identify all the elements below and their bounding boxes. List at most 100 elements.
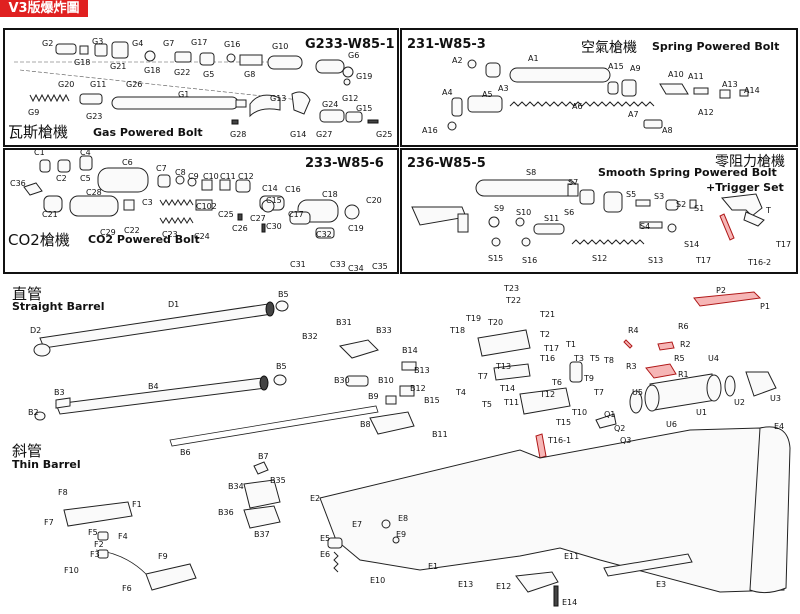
- part-label: S8: [526, 168, 537, 177]
- part-label: T6: [552, 378, 562, 387]
- part-label: C26: [232, 224, 248, 233]
- part-label: S7: [568, 178, 579, 187]
- gas-bolt-code: G233-W85-1: [305, 37, 395, 52]
- mount-art: [338, 339, 417, 435]
- part-label: S3: [654, 192, 665, 201]
- part-label: C20: [366, 196, 382, 205]
- scope-rail-art: [623, 291, 777, 414]
- part-label: B33: [376, 326, 392, 335]
- part-label: S14: [684, 240, 700, 249]
- part-label: C21: [42, 210, 58, 219]
- part-label: G25: [376, 130, 393, 139]
- bipod-art: [63, 501, 197, 591]
- part-label: G3: [92, 37, 104, 46]
- part-label: T17: [696, 256, 712, 265]
- part-label: T15: [556, 418, 572, 427]
- part-label: B31: [336, 318, 352, 327]
- part-label: B5: [276, 362, 287, 371]
- part-label: A13: [722, 80, 738, 89]
- part-label: C36: [10, 179, 26, 188]
- part-label: U4: [708, 354, 719, 363]
- part-label: E4: [774, 422, 785, 431]
- part-label: B4: [148, 382, 159, 391]
- part-label: G4: [132, 39, 144, 48]
- part-label: G2: [42, 39, 54, 48]
- part-label: C10: [203, 172, 219, 181]
- part-label: T18: [450, 326, 466, 335]
- spring-bolt-title-en: Spring Powered Bolt: [652, 40, 780, 53]
- spring-bolt-art: [447, 59, 749, 131]
- part-label: E13: [458, 580, 474, 589]
- part-label: C12: [238, 172, 254, 181]
- part-label: F5: [88, 528, 98, 537]
- thin-barrel-art: [34, 374, 379, 447]
- part-label: R5: [674, 354, 685, 363]
- part-label: C3: [142, 198, 153, 207]
- part-label: G27: [316, 130, 333, 139]
- panel-gas-bolt: [3, 28, 399, 147]
- part-label: C5: [80, 174, 91, 183]
- gas-bolt-title-en: Gas Powered Bolt: [93, 126, 203, 139]
- part-label: B30: [334, 376, 350, 385]
- part-label: C24: [194, 232, 210, 241]
- part-label: C19: [348, 224, 364, 233]
- part-label: T3: [574, 354, 584, 363]
- part-label: Q2: [614, 424, 626, 433]
- part-label: C29: [100, 228, 116, 237]
- part-label: C7: [156, 164, 167, 173]
- part-label: B3: [54, 388, 65, 397]
- part-label: A1: [528, 54, 539, 63]
- part-label: Q1: [604, 410, 616, 419]
- part-label: F8: [58, 488, 68, 497]
- part-label: C4: [80, 148, 91, 157]
- part-label: A11: [688, 72, 704, 81]
- part-label: G12: [342, 94, 359, 103]
- co2-bolt-art: [23, 155, 360, 239]
- part-label: T7: [594, 388, 604, 397]
- part-label: B8: [360, 420, 371, 429]
- part-label: A9: [630, 64, 641, 73]
- trigger-art: [477, 329, 617, 459]
- spring-bolt-title-zh: 空氣槍機: [581, 40, 637, 56]
- part-label: T23: [504, 284, 520, 293]
- part-label: B13: [414, 366, 430, 375]
- part-label: E12: [496, 582, 512, 591]
- part-label: F10: [64, 566, 79, 575]
- part-label: B9: [368, 392, 379, 401]
- part-label: R6: [678, 322, 689, 331]
- part-label: C33: [330, 260, 346, 269]
- part-label: U1: [696, 408, 707, 417]
- part-label: C30: [266, 222, 282, 231]
- part-label: G22: [174, 68, 191, 77]
- part-label: G20: [58, 80, 75, 89]
- part-label: G11: [90, 80, 107, 89]
- part-label: C18: [322, 190, 338, 199]
- part-label: B10: [378, 376, 394, 385]
- part-label: B14: [402, 346, 418, 355]
- part-label: U3: [770, 394, 781, 403]
- part-label: P1: [760, 302, 770, 311]
- straight-barrel-art: [33, 300, 289, 357]
- part-label: R2: [680, 340, 691, 349]
- part-label: S10: [516, 208, 532, 217]
- part-label: C16: [285, 185, 301, 194]
- part-label: E10: [370, 576, 386, 585]
- part-label: C11: [220, 172, 236, 181]
- gas-bolt-art: [14, 41, 379, 125]
- part-label: T12: [540, 390, 556, 399]
- part-label: E11: [564, 552, 580, 561]
- co2-bolt-code: 233-W85-6: [305, 156, 384, 171]
- part-label: T16-1: [548, 436, 572, 445]
- part-label: G5: [203, 70, 215, 79]
- part-label: G10: [272, 42, 289, 51]
- co2-bolt-title-zh: CO2槍機: [8, 231, 70, 249]
- part-label: C32: [316, 230, 332, 239]
- part-label: G18: [74, 58, 91, 67]
- part-label: T22: [506, 296, 522, 305]
- part-label: E6: [320, 550, 331, 559]
- part-label: A5: [482, 90, 493, 99]
- part-label: C15: [266, 196, 282, 205]
- part-label: B36: [218, 508, 234, 517]
- part-label: E7: [352, 520, 363, 529]
- part-label: G9: [28, 108, 40, 117]
